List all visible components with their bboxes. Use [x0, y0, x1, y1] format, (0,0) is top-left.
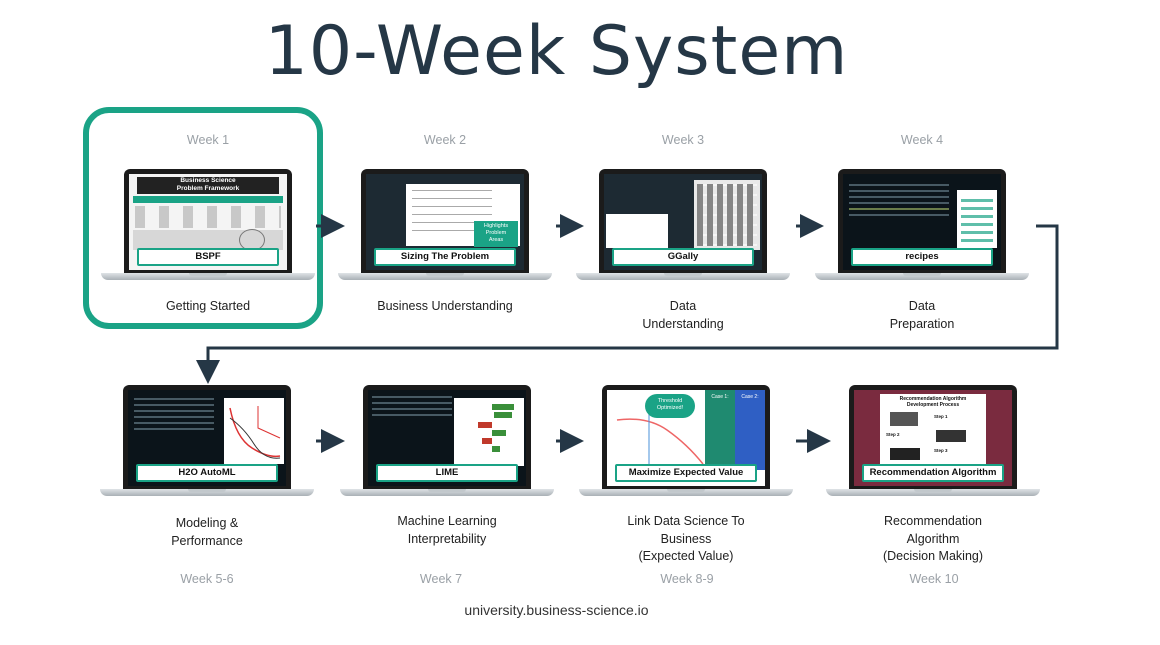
rec-step-3: Step 3 [934, 448, 948, 453]
step-label: Link Data Science To Business (Expected … [627, 514, 745, 563]
screen-caption: recipes [851, 248, 993, 266]
callout-line: Threshold [657, 398, 683, 404]
callout-line: Areas [488, 237, 504, 243]
screen-h2o: H2O AutoML [128, 390, 286, 486]
step-week-5-6[interactable]: H2O AutoML Modeling & Performance [87, 385, 327, 550]
current-step-highlight [83, 107, 323, 329]
week-label: Week 5-6 [180, 572, 234, 586]
screen-ggally: GGally [604, 174, 762, 270]
laptop-mockup: H2O AutoML [100, 385, 314, 503]
case-1-panel: Case 1: [705, 390, 735, 470]
callout-line: Highlights [483, 223, 509, 229]
step-week-4[interactable]: Week 4 recipes Data Preparation [802, 133, 1042, 333]
laptop-mockup: LIME [340, 385, 554, 503]
screen-lime: LIME [368, 390, 526, 486]
week-label: Week 8-9 [660, 572, 714, 586]
screen-recipes: recipes [843, 174, 1001, 270]
screen-recommendation: Recommendation Algorithm Development Pro… [854, 390, 1012, 486]
week-label: Week 10 [909, 572, 959, 586]
bspf-subtitle: Problem Framework [176, 185, 240, 192]
laptop-mockup: Threshold Optimized! Case 1: Case 2: Max… [579, 385, 793, 503]
step-week-1[interactable]: Week 1 Business Science Problem Framewor… [88, 133, 328, 316]
callout-line: Optimized! [656, 405, 684, 411]
step-label: Recommendation Algorithm (Decision Makin… [882, 514, 984, 563]
laptop-mockup: Highlights Problem Areas Sizing The Prob… [338, 169, 552, 287]
week-label: Week 3 [661, 133, 705, 147]
page-title: 10-Week System [264, 12, 849, 91]
case-2-panel: Case 2: [735, 390, 765, 470]
step-label: Business Understanding [377, 299, 513, 313]
step-week-8-9[interactable]: Threshold Optimized! Case 1: Case 2: Max… [566, 385, 806, 566]
screen-caption: Maximize Expected Value [615, 464, 757, 482]
step-label: Machine Learning Interpretability [397, 514, 497, 546]
screen-caption: H2O AutoML [136, 464, 278, 482]
screen-caption: LIME [376, 464, 518, 482]
step-label: Data Understanding [642, 299, 724, 331]
screen-caption: BSPF [137, 248, 279, 266]
rec-step-2: Step 2 [886, 432, 900, 437]
step-week-3[interactable]: Week 3 GGally Data Understanding [563, 133, 803, 333]
step-week-2[interactable]: Week 2 Highlights Problem Areas Sizing T… [325, 133, 565, 316]
screen-caption: Sizing The Problem [374, 248, 516, 266]
week-label: Week 4 [900, 133, 944, 147]
step-label: Data Preparation [889, 299, 955, 331]
rec-title: Recommendation Algorithm [899, 396, 967, 402]
laptop-mockup: Business Science Problem Framework BSPF [101, 169, 315, 287]
rec-step-1: Step 1 [934, 414, 948, 419]
screen-sizing: Highlights Problem Areas Sizing The Prob… [366, 174, 524, 270]
callout-line: Problem [485, 230, 507, 236]
screen-caption: Recommendation Algorithm [862, 464, 1004, 482]
week-label: Week 1 [186, 133, 230, 147]
screen-expected-value: Threshold Optimized! Case 1: Case 2: Max… [607, 390, 765, 486]
step-week-10[interactable]: Recommendation Algorithm Development Pro… [813, 385, 1053, 566]
performance-curves-icon [229, 406, 281, 459]
elbow-connector-icon [196, 224, 1059, 384]
step-label: Modeling & Performance [171, 516, 243, 548]
rec-subtitle: Development Process [906, 402, 960, 408]
step-week-7[interactable]: LIME Machine Learning Interpretability [327, 385, 567, 548]
bspf-title: Business Science [180, 177, 236, 184]
screen-caption: GGally [612, 248, 754, 266]
week-label: Week 7 [419, 572, 463, 586]
step-label: Getting Started [165, 299, 251, 313]
footer-url[interactable]: university.business-science.io [464, 602, 649, 618]
week-label: Week 2 [423, 133, 467, 147]
laptop-mockup: Recommendation Algorithm Development Pro… [826, 385, 1040, 503]
laptop-mockup: GGally [576, 169, 790, 287]
laptop-mockup: recipes [815, 169, 1029, 287]
screen-bspf: Business Science Problem Framework BSPF [129, 174, 287, 270]
